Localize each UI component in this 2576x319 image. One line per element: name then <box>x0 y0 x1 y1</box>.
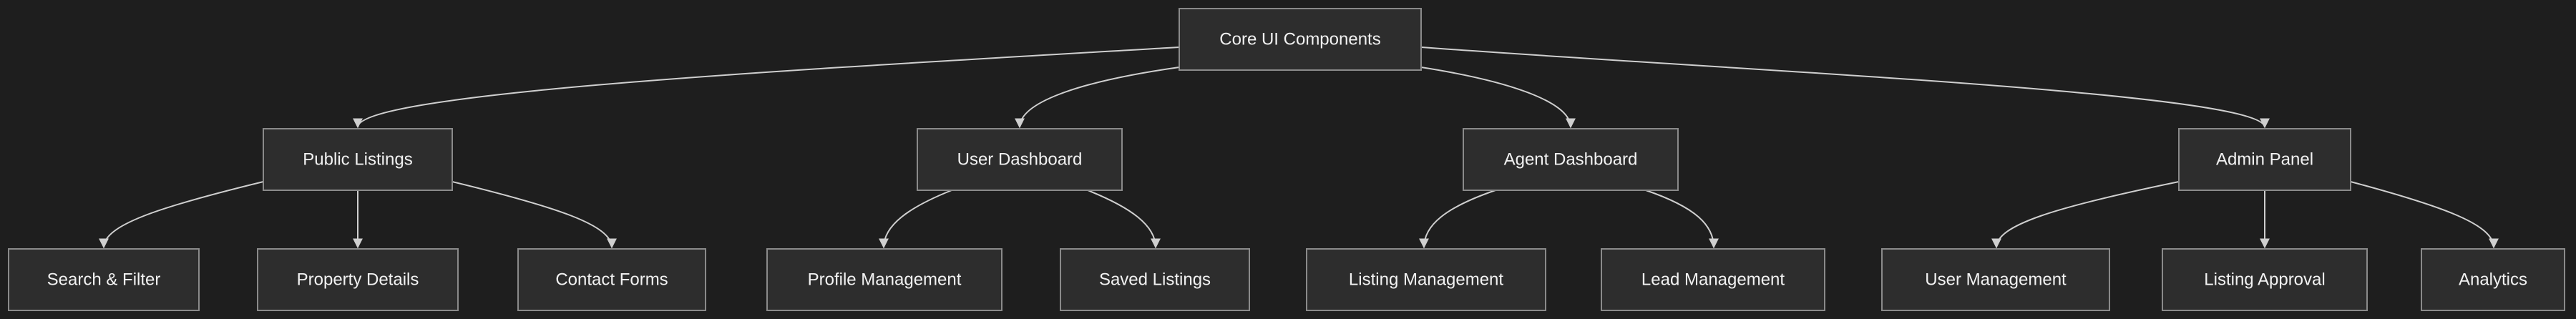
node-lead-management[interactable]: Lead Management <box>1601 248 1825 311</box>
node-label: Analytics <box>2459 270 2527 290</box>
node-label: Public Listings <box>303 150 412 170</box>
node-label: Saved Listings <box>1099 270 1211 290</box>
node-contact-forms[interactable]: Contact Forms <box>517 248 706 311</box>
node-label: Contact Forms <box>555 270 668 290</box>
edge-public-listings-search-filter <box>99 181 264 249</box>
edge-user-dashboard-profile-management <box>879 190 952 249</box>
node-agent-dashboard[interactable]: Agent Dashboard <box>1463 128 1679 191</box>
edge-root-public-listings <box>353 46 1180 129</box>
node-core-ui-components[interactable]: Core UI Components <box>1179 8 1422 71</box>
node-user-dashboard[interactable]: User Dashboard <box>917 128 1123 191</box>
node-admin-panel[interactable]: Admin Panel <box>2178 128 2351 191</box>
edge-admin-panel-analytics <box>2350 181 2499 249</box>
edge-agent-dashboard-listing-management <box>1419 190 1496 249</box>
edge-agent-dashboard-lead-management <box>1645 190 1719 249</box>
edge-user-dashboard-saved-listings <box>1087 190 1161 249</box>
node-label: Profile Management <box>808 270 962 290</box>
edge-root-agent-dashboard <box>1420 67 1576 129</box>
node-saved-listings[interactable]: Saved Listings <box>1060 248 1250 311</box>
node-label: Search & Filter <box>47 270 161 290</box>
node-label: Admin Panel <box>2216 150 2313 170</box>
edge-root-user-dashboard <box>1015 67 1180 129</box>
node-label: Property Details <box>297 270 419 290</box>
node-analytics[interactable]: Analytics <box>2421 248 2565 311</box>
node-label: Agent Dashboard <box>1504 150 1638 170</box>
edge-admin-panel-user-management <box>1991 181 2180 249</box>
node-listing-management[interactable]: Listing Management <box>1306 248 1546 311</box>
edges-layer <box>99 46 2499 249</box>
edge-root-admin-panel <box>1420 46 2270 129</box>
node-public-listings[interactable]: Public Listings <box>263 128 453 191</box>
node-listing-approval[interactable]: Listing Approval <box>2162 248 2368 311</box>
edge-public-listings-contact-forms <box>452 181 617 249</box>
node-user-management[interactable]: User Management <box>1881 248 2110 311</box>
node-search-filter[interactable]: Search & Filter <box>8 248 200 311</box>
node-label: User Management <box>1925 270 2067 290</box>
node-property-details[interactable]: Property Details <box>257 248 459 311</box>
node-label: Listing Approval <box>2204 270 2325 290</box>
nodes-layer: Core UI Components Public Listings User … <box>8 8 2565 311</box>
node-label: Lead Management <box>1641 270 1785 290</box>
node-label: User Dashboard <box>957 150 1083 170</box>
node-label: Core UI Components <box>1219 30 1380 49</box>
node-profile-management[interactable]: Profile Management <box>766 248 1002 311</box>
node-label: Listing Management <box>1349 270 1503 290</box>
